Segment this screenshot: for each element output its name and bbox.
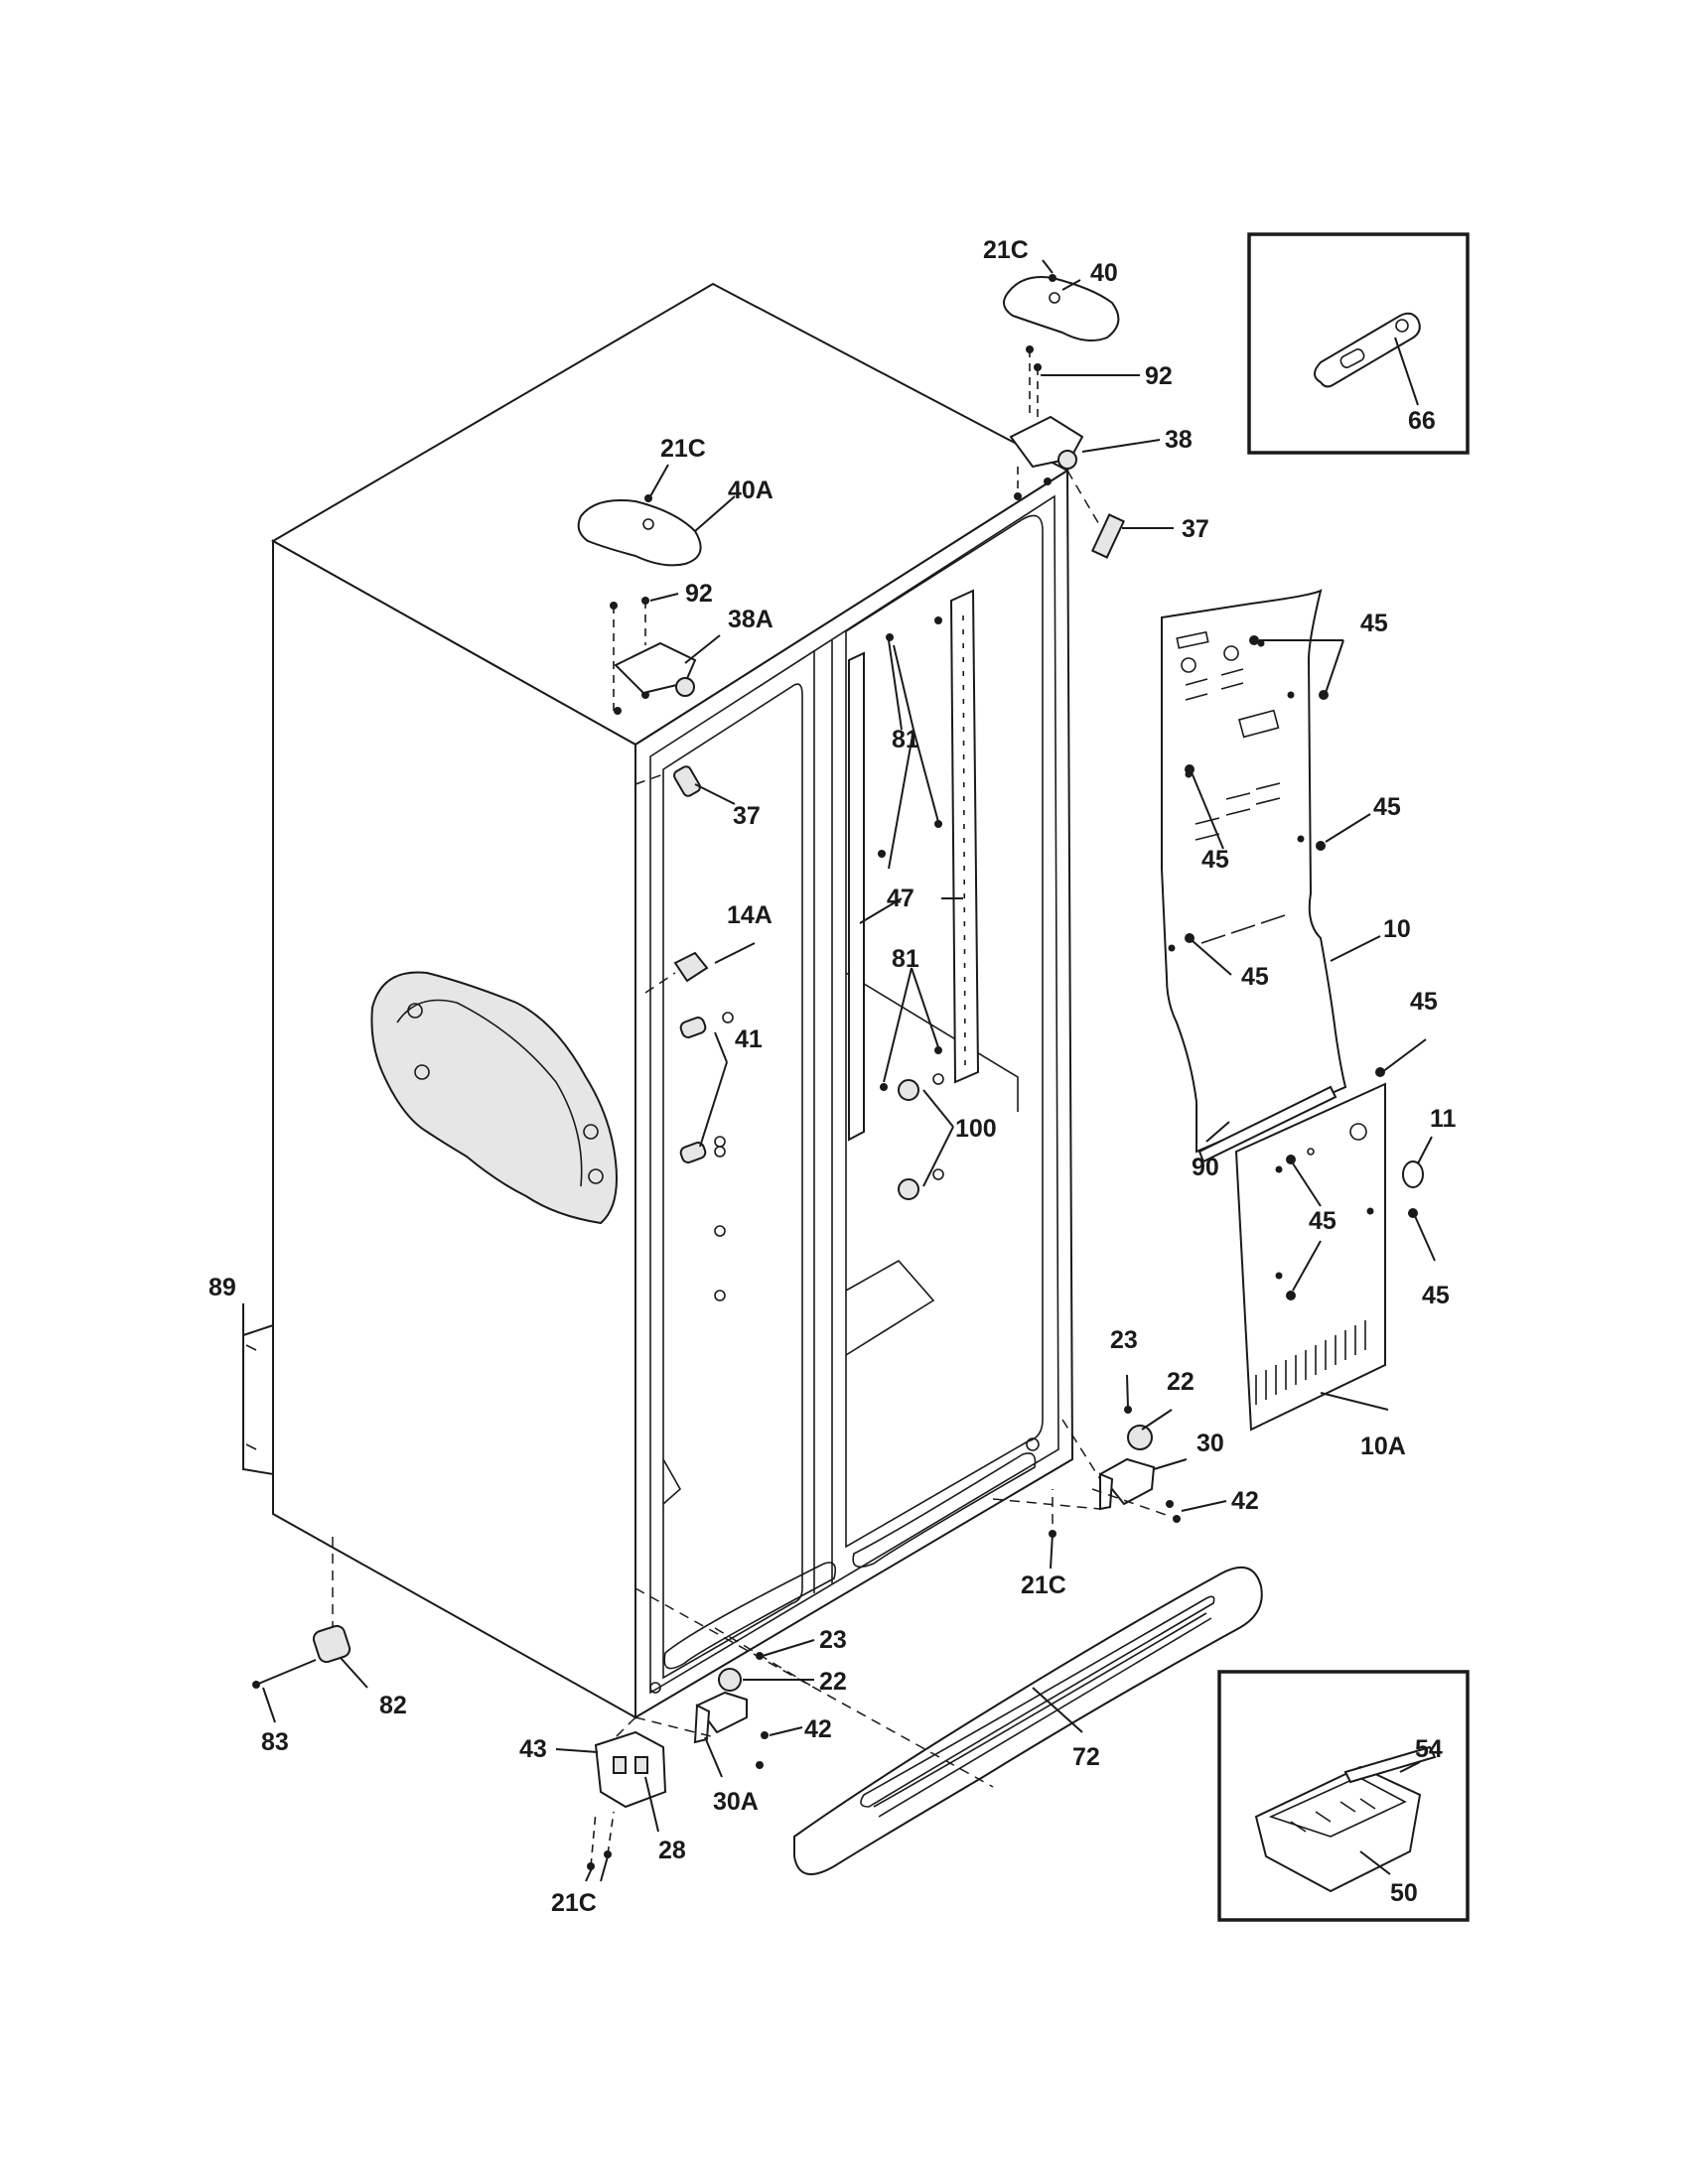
screws-top — [610, 274, 1056, 715]
hinge-cover-40a — [577, 499, 702, 567]
label-83: 83 — [261, 1728, 289, 1756]
label-66: 66 — [1408, 407, 1436, 435]
label-100: 100 — [955, 1115, 997, 1143]
label-45-c: 45 — [1201, 846, 1229, 874]
label-10a: 10A — [1360, 1433, 1406, 1460]
label-10: 10 — [1383, 915, 1411, 943]
hinge-38 — [1009, 415, 1084, 470]
label-89: 89 — [209, 1274, 236, 1301]
label-21c-top-right: 21C — [983, 236, 1029, 264]
brackets-100 — [898, 1073, 944, 1200]
label-45-g: 45 — [1422, 1282, 1450, 1309]
kickplate-72 — [793, 1566, 1263, 1875]
label-54: 54 — [1415, 1735, 1443, 1763]
label-81-top: 81 — [892, 726, 919, 753]
label-42-left: 42 — [804, 1715, 832, 1743]
label-22-left: 22 — [819, 1668, 847, 1696]
label-92-right: 92 — [1145, 362, 1173, 390]
plug-11 — [1402, 1160, 1424, 1188]
side-wall-cutout — [370, 971, 618, 1225]
pins-41 — [679, 1012, 734, 1163]
label-23-left: 23 — [819, 1626, 847, 1654]
label-40: 40 — [1090, 259, 1118, 287]
label-47: 47 — [887, 885, 914, 912]
label-90: 90 — [1192, 1154, 1219, 1181]
assembly-dashed-lines — [332, 470, 1173, 1788]
label-30: 30 — [1196, 1430, 1224, 1457]
label-22-right: 22 — [1167, 1368, 1195, 1396]
label-45-f: 45 — [1309, 1207, 1336, 1235]
label-82: 82 — [379, 1692, 407, 1719]
label-37-inner: 37 — [733, 802, 761, 830]
label-45-b: 45 — [1373, 793, 1401, 821]
hinge-38a — [614, 641, 697, 697]
label-50: 50 — [1390, 1879, 1418, 1907]
label-37-top: 37 — [1182, 515, 1209, 543]
label-38: 38 — [1165, 426, 1193, 454]
inset-box-50-54 — [1217, 1670, 1470, 1922]
label-14a: 14A — [727, 901, 773, 929]
strip-90 — [1197, 1085, 1337, 1163]
lower-hinge-30a — [693, 1652, 769, 1769]
bracket-89 — [242, 1323, 274, 1476]
label-42-right: 42 — [1231, 1487, 1259, 1515]
bushing-37-inner — [673, 765, 701, 797]
label-23-right: 23 — [1110, 1326, 1138, 1354]
screws-45 — [1185, 635, 1418, 1300]
label-45-d: 45 — [1410, 988, 1438, 1016]
vent-grille — [1255, 1320, 1366, 1405]
lower-hinge-30 — [1049, 1406, 1181, 1538]
label-81-bottom: 81 — [892, 945, 919, 973]
part-labels: 21C 40 92 38 37 21C 40A 92 38A 37 81 47 … — [209, 236, 1457, 1917]
label-72: 72 — [1072, 1743, 1100, 1771]
back-panel-10 — [1161, 589, 1347, 1154]
label-45-a: 45 — [1360, 610, 1388, 637]
leveler-82 — [252, 1624, 352, 1689]
switch-14a — [644, 951, 709, 994]
leader-lines — [242, 259, 1436, 1882]
label-45-e: 45 — [1241, 963, 1269, 991]
label-92-left: 92 — [685, 580, 713, 608]
label-11: 11 — [1430, 1105, 1457, 1133]
label-21c-mid: 21C — [1021, 1571, 1066, 1599]
inset-box-66 — [1247, 232, 1470, 455]
label-38a: 38A — [728, 606, 774, 633]
label-43: 43 — [519, 1735, 547, 1763]
bracket-43-28 — [587, 1730, 667, 1870]
label-41: 41 — [735, 1025, 763, 1053]
label-21c-bottom: 21C — [551, 1889, 597, 1917]
label-28: 28 — [658, 1837, 686, 1864]
label-30a: 30A — [713, 1788, 759, 1816]
label-40a: 40A — [728, 477, 774, 504]
label-21c-top-left: 21C — [660, 435, 706, 463]
shelf-rails-47 — [848, 589, 980, 1142]
bushing-37-top — [1090, 513, 1126, 559]
